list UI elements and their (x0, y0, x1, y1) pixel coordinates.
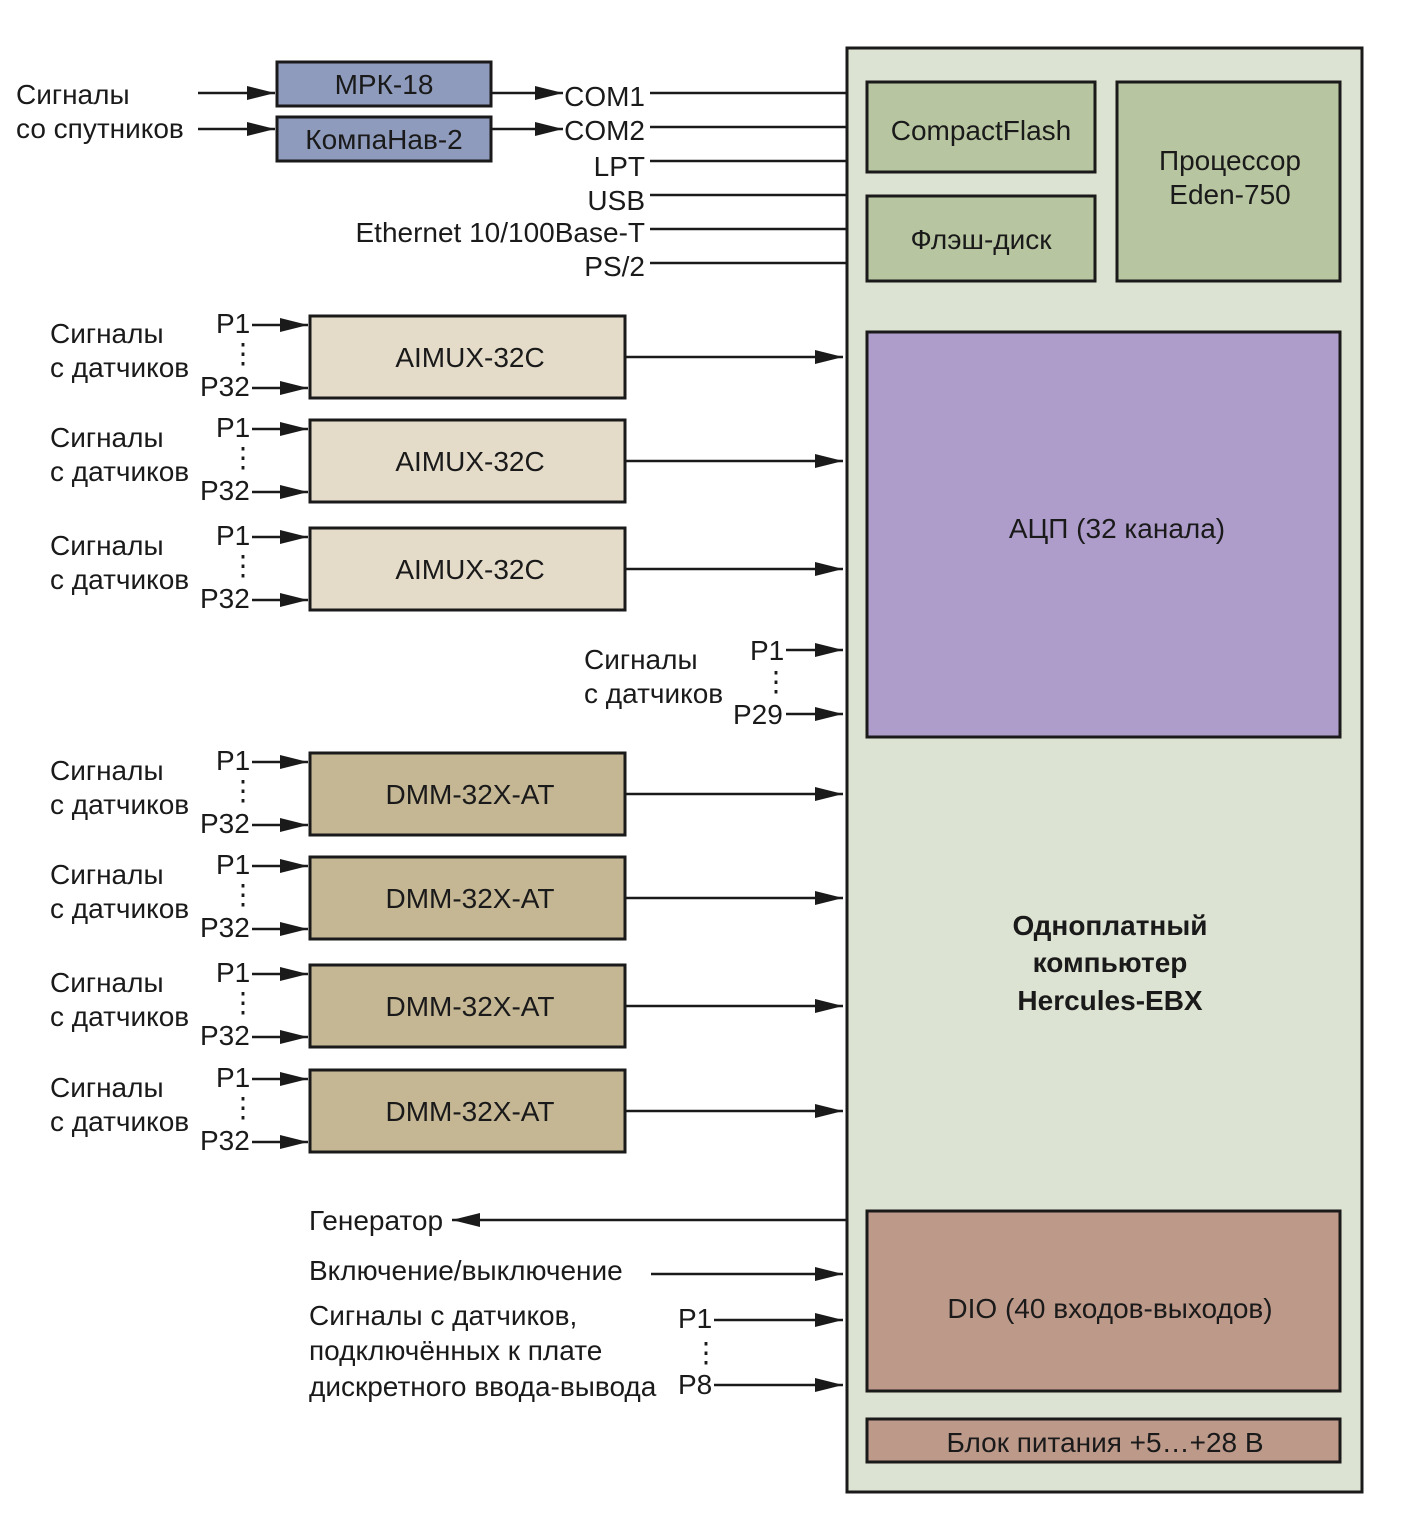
sensor-signals-label-line2: с датчиков (50, 893, 189, 924)
sensor-signals-label-line1: Сигналы (50, 318, 164, 349)
satellite-signals-label-line2: со спутников (16, 113, 184, 144)
generator-label: Генератор (309, 1205, 443, 1236)
board-title-line1: Одноплатный (1013, 910, 1208, 941)
dmm-module-label-6: DMM-32X-AT (385, 991, 554, 1022)
dio-box (865, 1209, 1342, 1393)
adc-box (865, 330, 1342, 739)
adc-direct-signals-label-line1: Сигналы (584, 644, 698, 675)
pin-dots: ⋮ (229, 1092, 257, 1123)
aimux-module-label-2: AIMUX-32C (395, 446, 544, 477)
sensor-signals-label-line1: Сигналы (50, 530, 164, 561)
board-title-line2: компьютер (1033, 947, 1188, 978)
dmm-module-box-4 (308, 751, 627, 837)
port-ps2-label: PS/2 (584, 251, 645, 282)
pin-last-label: P32 (200, 475, 250, 506)
pin-dots: ⋮ (229, 775, 257, 806)
pin-dots: ⋮ (229, 987, 257, 1018)
pin-dots: ⋮ (229, 338, 257, 369)
sensor-signals-label-line1: Сигналы (50, 755, 164, 786)
receiver-mrk18-label: МРК-18 (335, 69, 434, 100)
power-switch-label: Включение/выключение (309, 1255, 623, 1286)
dmm-module-label-4: DMM-32X-AT (385, 779, 554, 810)
adc-direct-pin-dots: ⋮ (762, 666, 790, 697)
pin-first-label: P1 (216, 308, 250, 339)
pin-first-label: P1 (216, 520, 250, 551)
dio-signals-label-line1: Сигналы с датчиков, (309, 1300, 577, 1331)
sensor-signals-label-line2: с датчиков (50, 1106, 189, 1137)
aimux-module-box-3 (308, 526, 627, 612)
dio-signals-label-line2: подключённых к плате (309, 1335, 602, 1366)
sensor-signals-label-line2: с датчиков (50, 564, 189, 595)
adc-direct-pin-last: P29 (733, 699, 783, 730)
sensor-signals-label-line2: с датчиков (50, 1001, 189, 1032)
adc-direct-pin-first: P1 (750, 635, 784, 666)
dio-label: DIO (40 входов-выходов) (947, 1293, 1272, 1324)
pin-first-label: P1 (216, 745, 250, 776)
flash-disk-box (865, 194, 1097, 283)
sensor-signals-label-line2: с датчиков (50, 456, 189, 487)
port-lpt-label: LPT (594, 151, 645, 182)
dmm-module-box-6 (308, 963, 627, 1049)
sensor-signals-label-line1: Сигналы (50, 422, 164, 453)
receiver-kompanav-box (275, 115, 493, 163)
sensor-signals-label-line1: Сигналы (50, 1072, 164, 1103)
power-supply-label: Блок питания +5…+28 В (946, 1427, 1263, 1458)
pin-first-label: P1 (216, 849, 250, 880)
power-supply-box (865, 1417, 1342, 1464)
aimux-module-box-1 (308, 314, 627, 400)
port-ethernet-label: Ethernet 10/100Base-T (355, 217, 645, 248)
pin-last-label: P32 (200, 1125, 250, 1156)
pin-dots: ⋮ (229, 879, 257, 910)
adc-label: АЦП (32 канала) (1009, 513, 1225, 544)
port-com1-label: COM1 (564, 81, 645, 112)
aimux-module-label-3: AIMUX-32C (395, 554, 544, 585)
dio-pin-last: P8 (678, 1369, 712, 1400)
pin-first-label: P1 (216, 412, 250, 443)
board-title-line3: Hercules-EBX (1017, 985, 1203, 1016)
satellite-signals-label-line1: Сигналы (16, 79, 130, 110)
sensor-signals-label-line2: с датчиков (50, 789, 189, 820)
dmm-module-box-7 (308, 1068, 627, 1154)
sensor-signals-label-line1: Сигналы (50, 967, 164, 998)
pin-first-label: P1 (216, 1062, 250, 1093)
adc-direct-signals-label-line2: с датчиков (584, 678, 723, 709)
pin-last-label: P32 (200, 912, 250, 943)
pin-dots: ⋮ (229, 442, 257, 473)
pin-dots: ⋮ (229, 550, 257, 581)
port-com2-label: COM2 (564, 115, 645, 146)
dio-pin-dots: ⋮ (692, 1337, 720, 1368)
dmm-module-label-5: DMM-32X-AT (385, 883, 554, 914)
pin-last-label: P32 (200, 583, 250, 614)
cpu-label-line1: Процессор (1159, 145, 1301, 176)
compactflash-label: CompactFlash (891, 115, 1072, 146)
compactflash-box (865, 80, 1097, 174)
receiver-mrk18-box (275, 60, 493, 108)
pin-first-label: P1 (216, 957, 250, 988)
dmm-module-box-5 (308, 855, 627, 941)
pin-last-label: P32 (200, 371, 250, 402)
pin-last-label: P32 (200, 1020, 250, 1051)
sensor-signals-label-line1: Сигналы (50, 859, 164, 890)
flash-disk-label: Флэш-диск (911, 224, 1053, 255)
aimux-module-box-2 (308, 418, 627, 504)
receiver-kompanav-label: КомпаНав-2 (305, 124, 462, 155)
sensor-signals-label-line2: с датчиков (50, 352, 189, 383)
dmm-module-label-7: DMM-32X-AT (385, 1096, 554, 1127)
dio-signals-label-line3: дискретного ввода-вывода (309, 1371, 657, 1402)
pin-last-label: P32 (200, 808, 250, 839)
aimux-module-label-1: AIMUX-32C (395, 342, 544, 373)
cpu-label-line2: Eden-750 (1169, 179, 1290, 210)
port-usb-label: USB (587, 185, 645, 216)
dio-pin-first: P1 (678, 1303, 712, 1334)
cpu-box (1115, 80, 1342, 283)
